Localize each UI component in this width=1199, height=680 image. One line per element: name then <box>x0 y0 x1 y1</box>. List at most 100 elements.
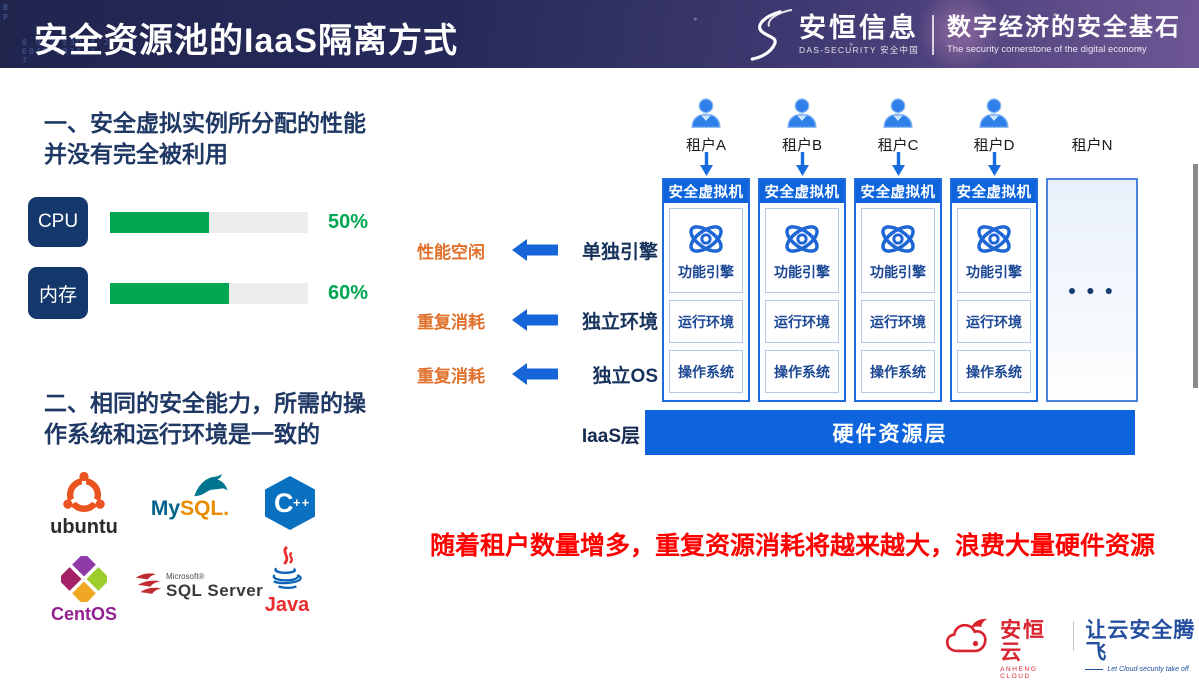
vm-column-tenant-c: 安全虚拟机 功能引擎 运行环境 操作系统 <box>854 178 942 402</box>
tenant-a-label: 租户A <box>685 137 726 154</box>
cloud-brand-block: 安恒云 ANHENG CLOUD <box>1000 620 1062 680</box>
java-icon <box>272 546 302 589</box>
point2-heading: 二、相同的安全能力，所需的操作系统和运行环境是一致的 <box>44 390 366 447</box>
down-arrow-icon <box>988 152 1001 176</box>
das-security-swoosh-icon <box>750 9 793 61</box>
cloud-brand-name: 安恒云 <box>1000 619 1047 664</box>
tagline-block: 数字经济的安全基石 The security cornerstone of th… <box>947 14 1181 56</box>
cloud-slogan-en: Let Cloud-security take off <box>1107 666 1189 673</box>
sqlserver-logo: Microsoft® SQL Server <box>136 572 263 601</box>
engine-label: 功能引擎 <box>678 264 734 280</box>
slogan-dash <box>1085 669 1104 670</box>
down-arrow-icon <box>796 152 809 176</box>
down-arrow-icon <box>892 152 905 176</box>
cpu-percent: 50% <box>328 211 369 233</box>
brand-tagline: 数字经济的安全基石 <box>947 14 1181 41</box>
mysql-label: MySQL. <box>150 497 230 520</box>
footer-divider <box>1072 621 1075 651</box>
brand-subtitle: DAS-SECURITY 安全中国 <box>799 45 919 55</box>
runtime-box: 运行环境 <box>957 300 1031 343</box>
os-box: 操作系统 <box>765 350 839 393</box>
os-box: 操作系统 <box>861 350 935 393</box>
tenant-d-person-icon <box>979 98 1009 128</box>
cloud-rocket-icon <box>945 618 988 653</box>
sqlserver-text-block: Microsoft® SQL Server <box>166 572 263 601</box>
left-arrow-icon <box>512 363 558 385</box>
centos-logo: CentOS <box>42 556 126 625</box>
engine-icon <box>785 225 819 253</box>
runtime-box: 运行环境 <box>861 300 935 343</box>
code-texture-column: B P <box>3 3 8 23</box>
point1-heading: 一、安全虚拟实例所分配的性能并没有完全被利用 <box>44 110 366 167</box>
cloud-slogan-block: 让云安全腾飞 Let Cloud-security take off <box>1085 620 1199 673</box>
cpu-chip: CPU <box>28 197 88 247</box>
code-texture-line: 7 <box>22 56 29 65</box>
conclusion-text: 随着租户数量增多，重复资源消耗将越来越大，浪费大量硬件资源 <box>430 532 1156 560</box>
vm-column-tenant-n: ● ● ● <box>1046 178 1138 402</box>
cpp-logo: C ++ <box>265 476 315 530</box>
microsoft-label: Microsoft® <box>166 572 205 581</box>
java-logo: Java <box>256 546 318 617</box>
cloud-brand-en: ANHENG CLOUD <box>1000 666 1038 680</box>
cause-label: 单独引擎 <box>581 241 658 263</box>
java-label: Java <box>264 594 310 616</box>
engine-box: 功能引擎 <box>861 208 935 293</box>
vm-header: 安全虚拟机 <box>664 180 748 203</box>
engine-box: 功能引擎 <box>669 208 743 293</box>
tenant-a-person-icon <box>691 98 721 128</box>
brand-tagline-en: The security cornerstone of the digital … <box>947 44 1147 55</box>
scrollbar-thumb[interactable] <box>1193 164 1198 388</box>
cloud-slogan-en-row: Let Cloud-security take off <box>1085 666 1199 673</box>
iaas-layer-label: IaaS层 <box>581 426 640 447</box>
engine-box: 功能引擎 <box>957 208 1031 293</box>
cpu-bar-track <box>110 212 308 233</box>
runtime-box: 运行环境 <box>669 300 743 343</box>
engine-box: 功能引擎 <box>765 208 839 293</box>
vm-header: 安全虚拟机 <box>760 180 844 203</box>
mysql-logo: MySQL. <box>138 474 242 521</box>
engine-icon <box>881 225 915 253</box>
left-arrow-icon <box>512 309 558 331</box>
vm-column-tenant-b: 安全虚拟机 功能引擎 运行环境 操作系统 <box>758 178 846 402</box>
annotation-runtime: 重复消耗 独立环境 <box>417 308 662 333</box>
tenant-b-label: 租户B <box>781 137 822 154</box>
tenant-b-person-icon <box>787 98 817 128</box>
runtime-box: 运行环境 <box>765 300 839 343</box>
anheng-cloud-logo: 安恒云 ANHENG CLOUD 让云安全腾飞 Let Cloud-securi… <box>944 615 1199 680</box>
engine-label: 功能引擎 <box>870 264 926 280</box>
vm-header: 安全虚拟机 <box>952 180 1036 203</box>
memory-chip: 内存 <box>28 267 88 319</box>
logo-divider <box>932 15 934 55</box>
engine-label: 功能引擎 <box>966 264 1022 280</box>
memory-bar-track <box>110 283 308 304</box>
ubuntu-logo: ubuntu <box>38 470 130 539</box>
annotation-os: 重复消耗 独立OS <box>417 362 662 387</box>
left-arrow-icon <box>512 239 558 261</box>
ellipsis-dots: ● ● ● <box>1067 282 1117 298</box>
os-box: 操作系统 <box>957 350 1031 393</box>
issue-label: 性能空闲 <box>417 242 485 262</box>
brand-name: 安恒信息 <box>799 13 919 43</box>
brand-text-block: 安恒信息 DAS-SECURITY 安全中国 <box>799 14 919 56</box>
hardware-resource-layer: 硬件资源层 <box>645 410 1135 455</box>
centos-label: CentOS <box>50 604 117 624</box>
tenant-c-person-icon <box>883 98 913 128</box>
tenant-n-label: 租户N <box>1071 137 1113 154</box>
sqlserver-label: SQL Server <box>166 581 264 600</box>
code-texture-lines: 0 9B2 E3D04-2 6047 5926 4 7 <box>22 38 111 65</box>
issue-label: 重复消耗 <box>417 366 485 386</box>
code-texture-line: 0 9B2 E3D04-2 <box>22 38 111 47</box>
code-texture-line: 6047 5926 4 <box>22 47 97 56</box>
centos-icon <box>61 556 107 602</box>
company-logo: 安恒信息 DAS-SECURITY 安全中国 数字经济的安全基石 The sec… <box>743 9 1181 61</box>
vm-column-tenant-d: 安全虚拟机 功能引擎 运行环境 操作系统 <box>950 178 1038 402</box>
ubuntu-label: ubuntu <box>50 516 118 538</box>
code-texture-line: P <box>3 13 8 22</box>
vm-column-tenant-a: 安全虚拟机 功能引擎 运行环境 操作系统 <box>662 178 750 402</box>
engine-icon <box>977 225 1011 253</box>
cloud-slogan: 让云安全腾飞 <box>1085 619 1196 664</box>
code-texture-line: B <box>3 3 8 12</box>
tenant-c-label: 租户C <box>877 137 919 154</box>
memory-percent: 60% <box>328 282 369 304</box>
